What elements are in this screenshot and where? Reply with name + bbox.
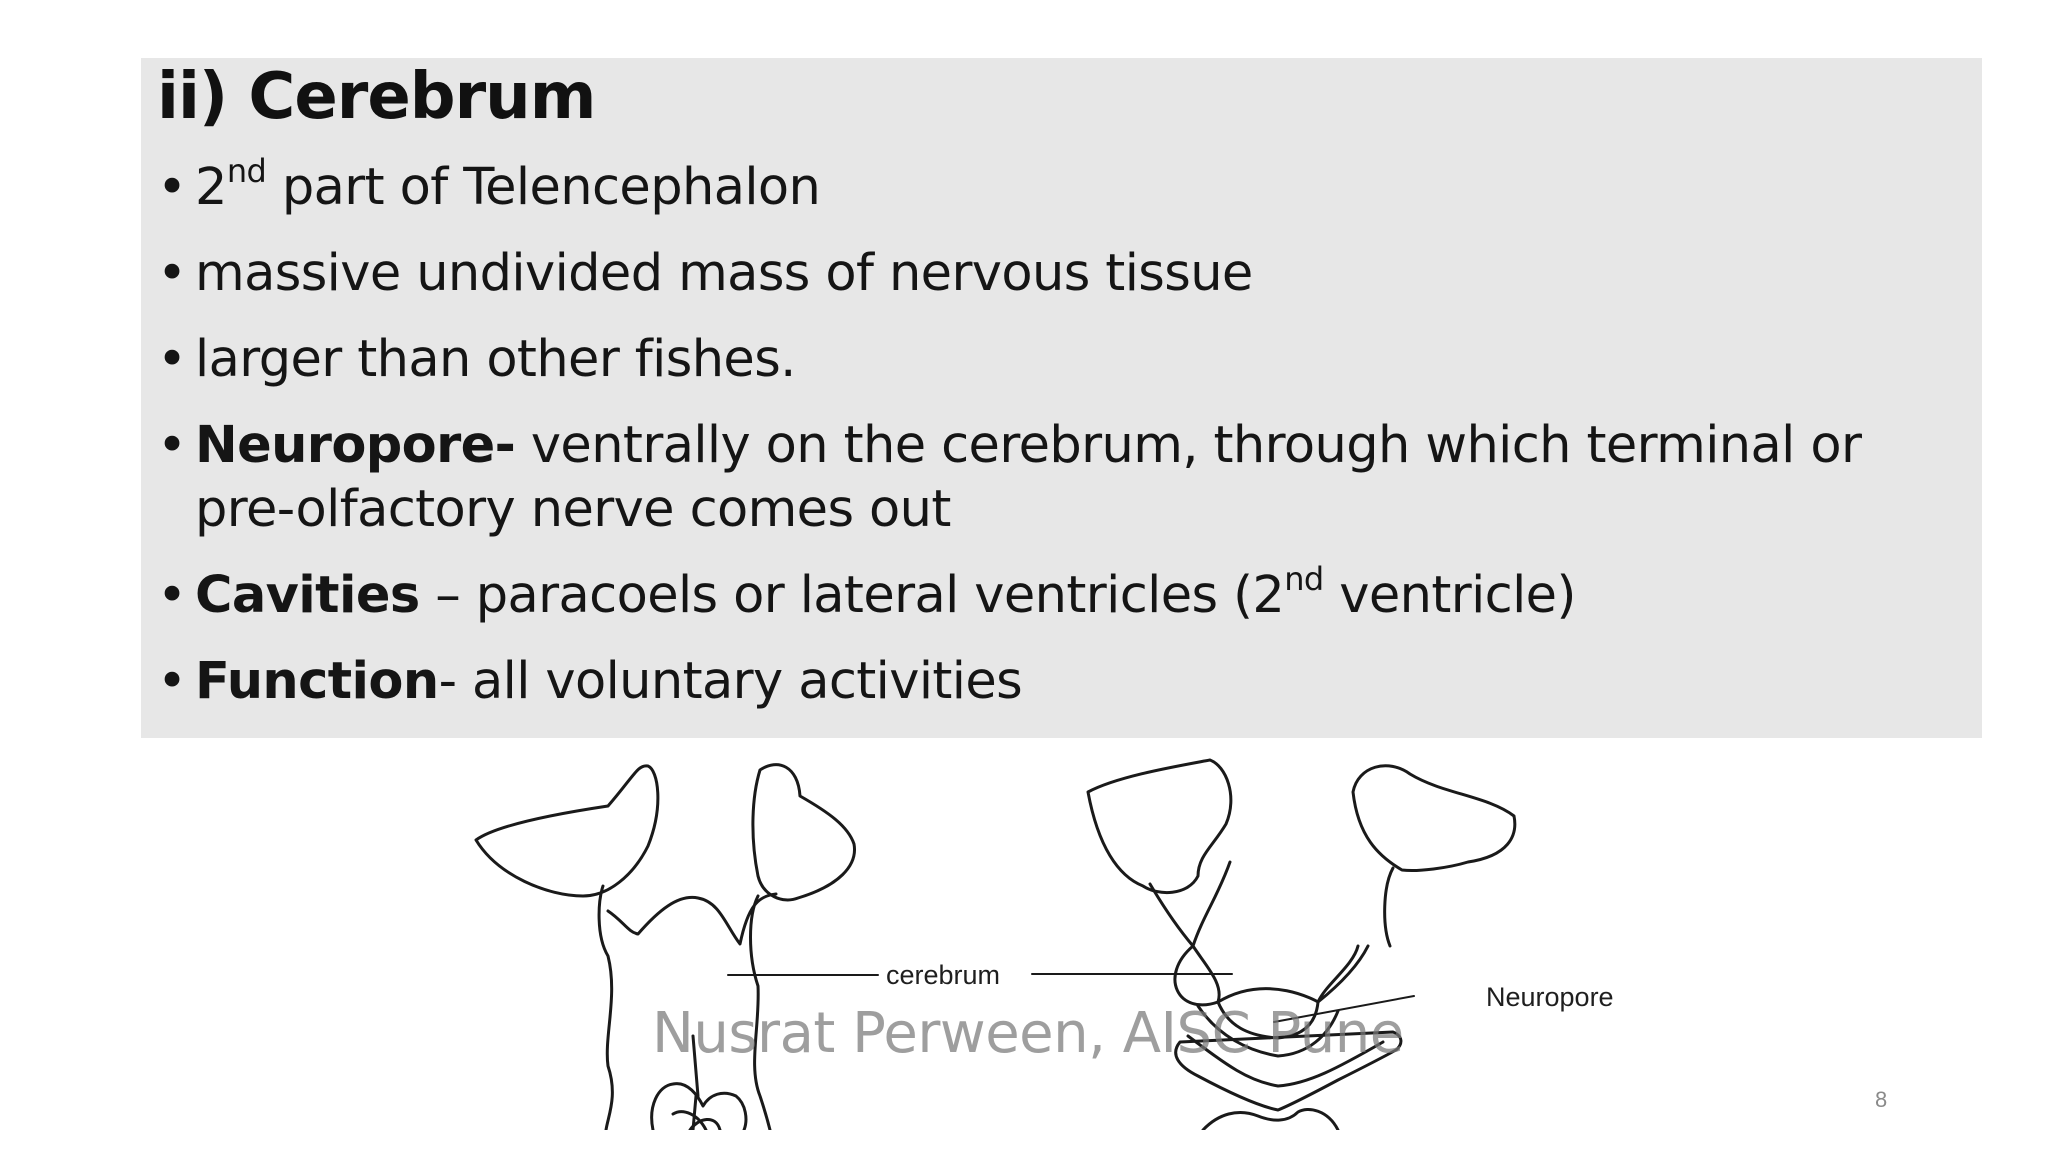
left-brain-drawing bbox=[474, 763, 856, 1130]
bullet-item: •Cavities – paracoels or lateral ventric… bbox=[157, 563, 1967, 628]
bullet-item: •massive undivided mass of nervous tissu… bbox=[157, 242, 1967, 306]
brain-diagram: cerebrum Neuropore bbox=[474, 758, 1614, 1130]
cerebrum-label: cerebrum bbox=[886, 960, 1000, 990]
bullet-dot: • bbox=[157, 158, 187, 217]
neuropore-label: Neuropore bbox=[1486, 982, 1614, 1012]
bullet-text: massive undivided mass of nervous tissue bbox=[195, 244, 1253, 303]
left-olfactory-bulb-right bbox=[751, 763, 856, 902]
bullet-dot: • bbox=[157, 652, 187, 711]
bullet-term: Neuropore- bbox=[195, 416, 516, 475]
bullet-dot: • bbox=[157, 244, 187, 303]
bullet-dot: • bbox=[157, 566, 187, 625]
right-brain-outline bbox=[1148, 860, 1395, 1007]
neuropore-label-line bbox=[1273, 995, 1415, 1023]
content-box: ii) Cerebrum •2nd part of Telencephalon … bbox=[141, 58, 1982, 738]
bullet-text: ventrally on the cerebrum, through which… bbox=[195, 416, 1862, 539]
bullet-item: •Neuropore- ventrally on the cerebrum, t… bbox=[157, 414, 1967, 542]
bullet-text: larger than other fishes. bbox=[195, 330, 796, 389]
bullet-term: Function bbox=[195, 652, 439, 711]
bullet-text-cont: ventricle) bbox=[1323, 566, 1576, 625]
right-olfactory-bulb-right bbox=[1351, 764, 1517, 872]
bullet-dot: • bbox=[157, 330, 187, 389]
bullet-term: Cavities bbox=[195, 566, 420, 625]
page-number: 8 bbox=[1875, 1087, 1888, 1112]
right-brain-lower bbox=[1174, 1000, 1403, 1112]
bullet-item: •larger than other fishes. bbox=[157, 328, 1967, 392]
bullet-text-cont: part of Telencephalon bbox=[266, 158, 821, 217]
bullet-text: – paracoels or lateral ventricles (2 bbox=[419, 566, 1285, 625]
left-olfactory-bulb-left bbox=[474, 764, 660, 898]
superscript: nd bbox=[226, 152, 267, 190]
author-watermark: Nusrat Perween, AISC Pune bbox=[652, 1001, 1404, 1066]
left-brain-outline bbox=[597, 884, 778, 1130]
slide-title: ii) Cerebrum bbox=[157, 60, 596, 134]
right-brain-base bbox=[1201, 1107, 1340, 1130]
bullet-dot: • bbox=[157, 416, 187, 475]
superscript: nd bbox=[1284, 560, 1324, 598]
right-olfactory-bulb-left bbox=[1086, 758, 1233, 895]
bullet-item: •2nd part of Telencephalon bbox=[157, 155, 1967, 220]
right-brain-drawing bbox=[1086, 758, 1517, 1130]
left-inner-line bbox=[691, 1034, 700, 1130]
bullet-list: •2nd part of Telencephalon •massive undi… bbox=[157, 155, 1967, 736]
bullet-text: 2 bbox=[195, 158, 227, 217]
bullet-text: - all voluntary activities bbox=[438, 652, 1023, 711]
bullet-item: •Function- all voluntary activities bbox=[157, 650, 1967, 714]
